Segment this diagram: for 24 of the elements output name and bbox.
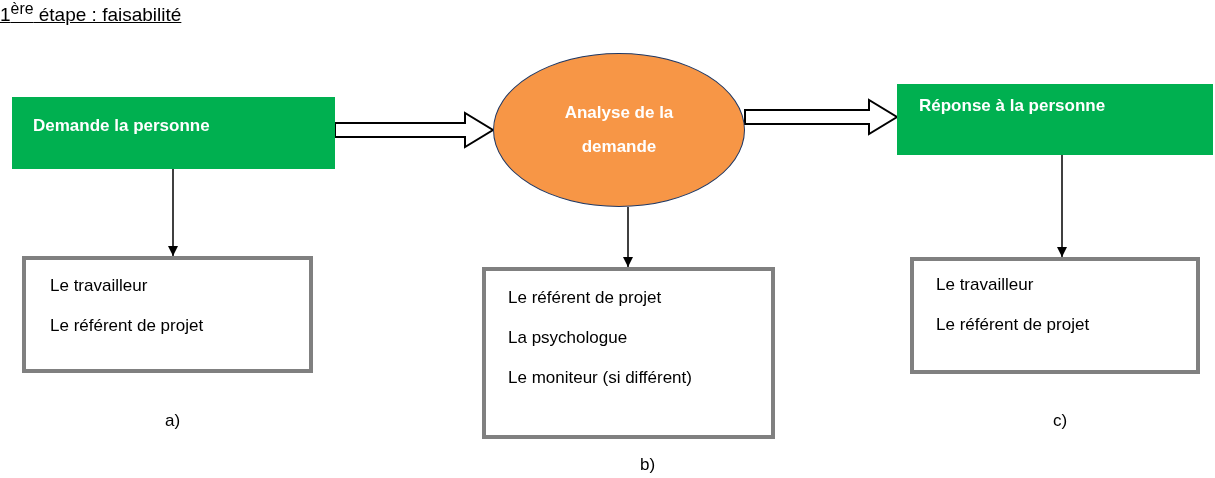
list-box: [22, 256, 313, 373]
block-arrow: [334, 111, 495, 149]
list-box: [910, 257, 1200, 374]
arrow: [623, 206, 633, 268]
panel-label: a): [165, 411, 181, 431]
list-item: Le référent de projet: [936, 315, 1090, 335]
list-box: [482, 267, 775, 439]
node-label: Demande la personne: [33, 116, 210, 136]
list-item: La psychologue: [508, 328, 628, 348]
panel-label: b): [640, 455, 656, 475]
heading: 1$^{ère}$ étape : faisabilité: [0, 0, 182, 27]
node-label: Analyse de la demande: [563, 102, 675, 158]
process-box: [897, 84, 1213, 155]
panel-label: c): [1053, 411, 1068, 431]
process-box: [12, 97, 335, 169]
arrow: [1057, 154, 1067, 258]
block-arrow: [744, 98, 899, 136]
list-item: Le travailleur: [936, 275, 1034, 295]
arrow: [168, 168, 178, 257]
list-item: Le moniteur (si différent): [508, 368, 692, 388]
list-item: Le référent de projet: [50, 316, 204, 336]
list-item: Le référent de projet: [508, 288, 662, 308]
node-label: Réponse à la personne: [919, 96, 1106, 116]
list-item: Le travailleur: [50, 276, 148, 296]
